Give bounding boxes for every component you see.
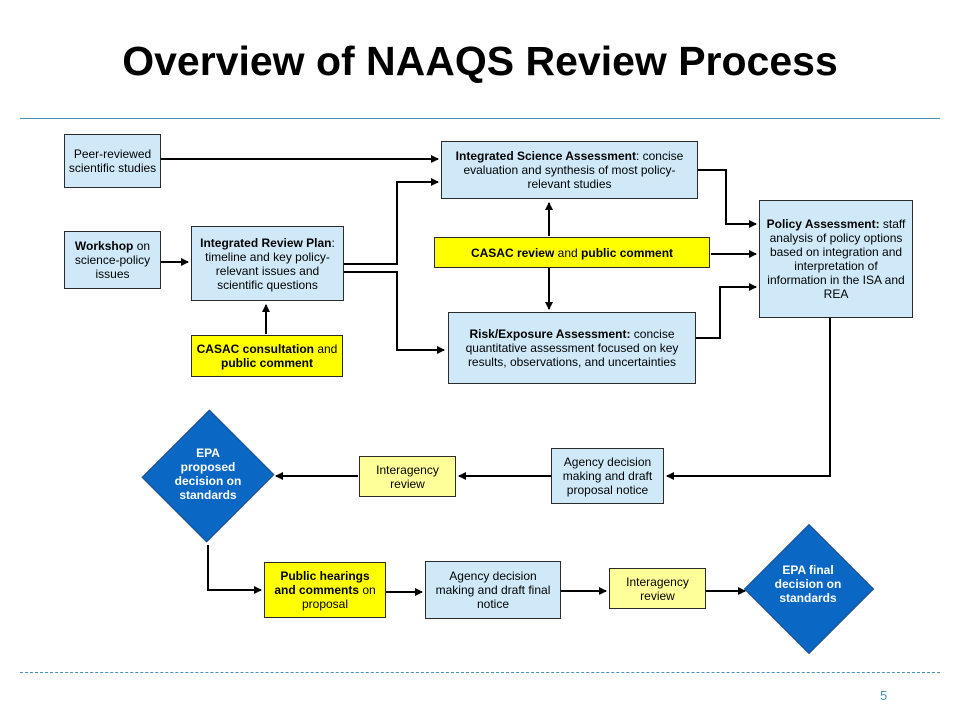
irp-text: : timeline and key policy-relevant issue… [205, 235, 335, 292]
peer-reviewed-text: Peer-reviewed scientific studies [68, 147, 157, 175]
casac-review-bold1: CASAC review [470, 245, 555, 260]
arrow-proposed-to-hearings [207, 545, 262, 594]
agency-draft-final-box: Agency decision making and draft final n… [425, 561, 561, 619]
peer-reviewed-studies-box: Peer-reviewed scientific studies [64, 134, 161, 188]
arrow-isa-to-pa [698, 169, 757, 228]
interagency-review-text-2: Interagency review [626, 574, 689, 603]
agency-draft-proposal-box: Agency decision making and draft proposa… [551, 448, 664, 504]
integrated-review-plan-box: Integrated Review Plan: timeline and key… [191, 226, 344, 301]
casac-consult-bold1: CASAC consultation [196, 342, 314, 356]
public-hearings-box: Public hearings and comments on proposal [264, 562, 386, 618]
integrated-science-assessment-box: Integrated Science Assessment: concise e… [441, 141, 698, 199]
casac-consult-bold2: public comment [220, 356, 313, 370]
bottom-rule [20, 672, 940, 673]
policy-assessment-box: Policy Assessment: staff analysis of pol… [759, 200, 913, 318]
interagency-review-text-1: Interagency review [376, 462, 439, 491]
arrow-rea-to-pa [696, 283, 757, 339]
irp-bold: Integrated Review Plan [200, 235, 332, 250]
arrow-pa-to-agency [666, 318, 831, 480]
interagency-review-box-1: Interagency review [359, 456, 456, 497]
agency-draft-proposal-text: Agency decision making and draft proposa… [562, 455, 653, 497]
public-hearings-bold: Public hearings and comments [274, 569, 370, 597]
rea-text: concise quantitative assessment focused … [465, 327, 679, 369]
risk-exposure-assessment-box: Risk/Exposure Assessment: concise quanti… [448, 312, 696, 384]
agency-draft-final-text: Agency decision making and draft final n… [435, 569, 551, 611]
public-hearings-text: on proposal [301, 583, 376, 611]
arrow-irp-to-isa [344, 178, 439, 265]
interagency-review-box-2: Interagency review [609, 568, 706, 609]
casac-review-bold2: public comment [581, 245, 674, 260]
casac-consult-mid: and [313, 342, 338, 356]
epa-proposed-text: EPA proposed decision on standards [174, 446, 242, 502]
slide-title: Overview of NAAQS Review Process [122, 38, 838, 84]
casac-review-mid: and [554, 245, 582, 260]
isa-text: : concise evaluation and synthesis of mo… [463, 149, 684, 191]
rea-bold: Risk/Exposure Assessment: [469, 327, 631, 341]
workshop-box: Workshop on science-policy issues [64, 231, 161, 289]
top-rule [20, 118, 940, 119]
arrow-irp-to-rea [344, 271, 445, 354]
pa-text: staff analysis of policy options based o… [767, 217, 906, 301]
casac-consultation-box: CASAC consultation and public comment [191, 335, 343, 377]
workshop-bold: Workshop [74, 239, 134, 253]
casac-review-box: CASAC review and public comment [434, 237, 710, 268]
page-number: 5 [880, 688, 888, 703]
workshop-text: on science-policy issues [74, 239, 151, 281]
pa-bold: Policy Assessment: [766, 217, 880, 231]
epa-final-text: EPA final decision on standards [774, 563, 842, 605]
isa-bold: Integrated Science Assessment [455, 149, 636, 163]
